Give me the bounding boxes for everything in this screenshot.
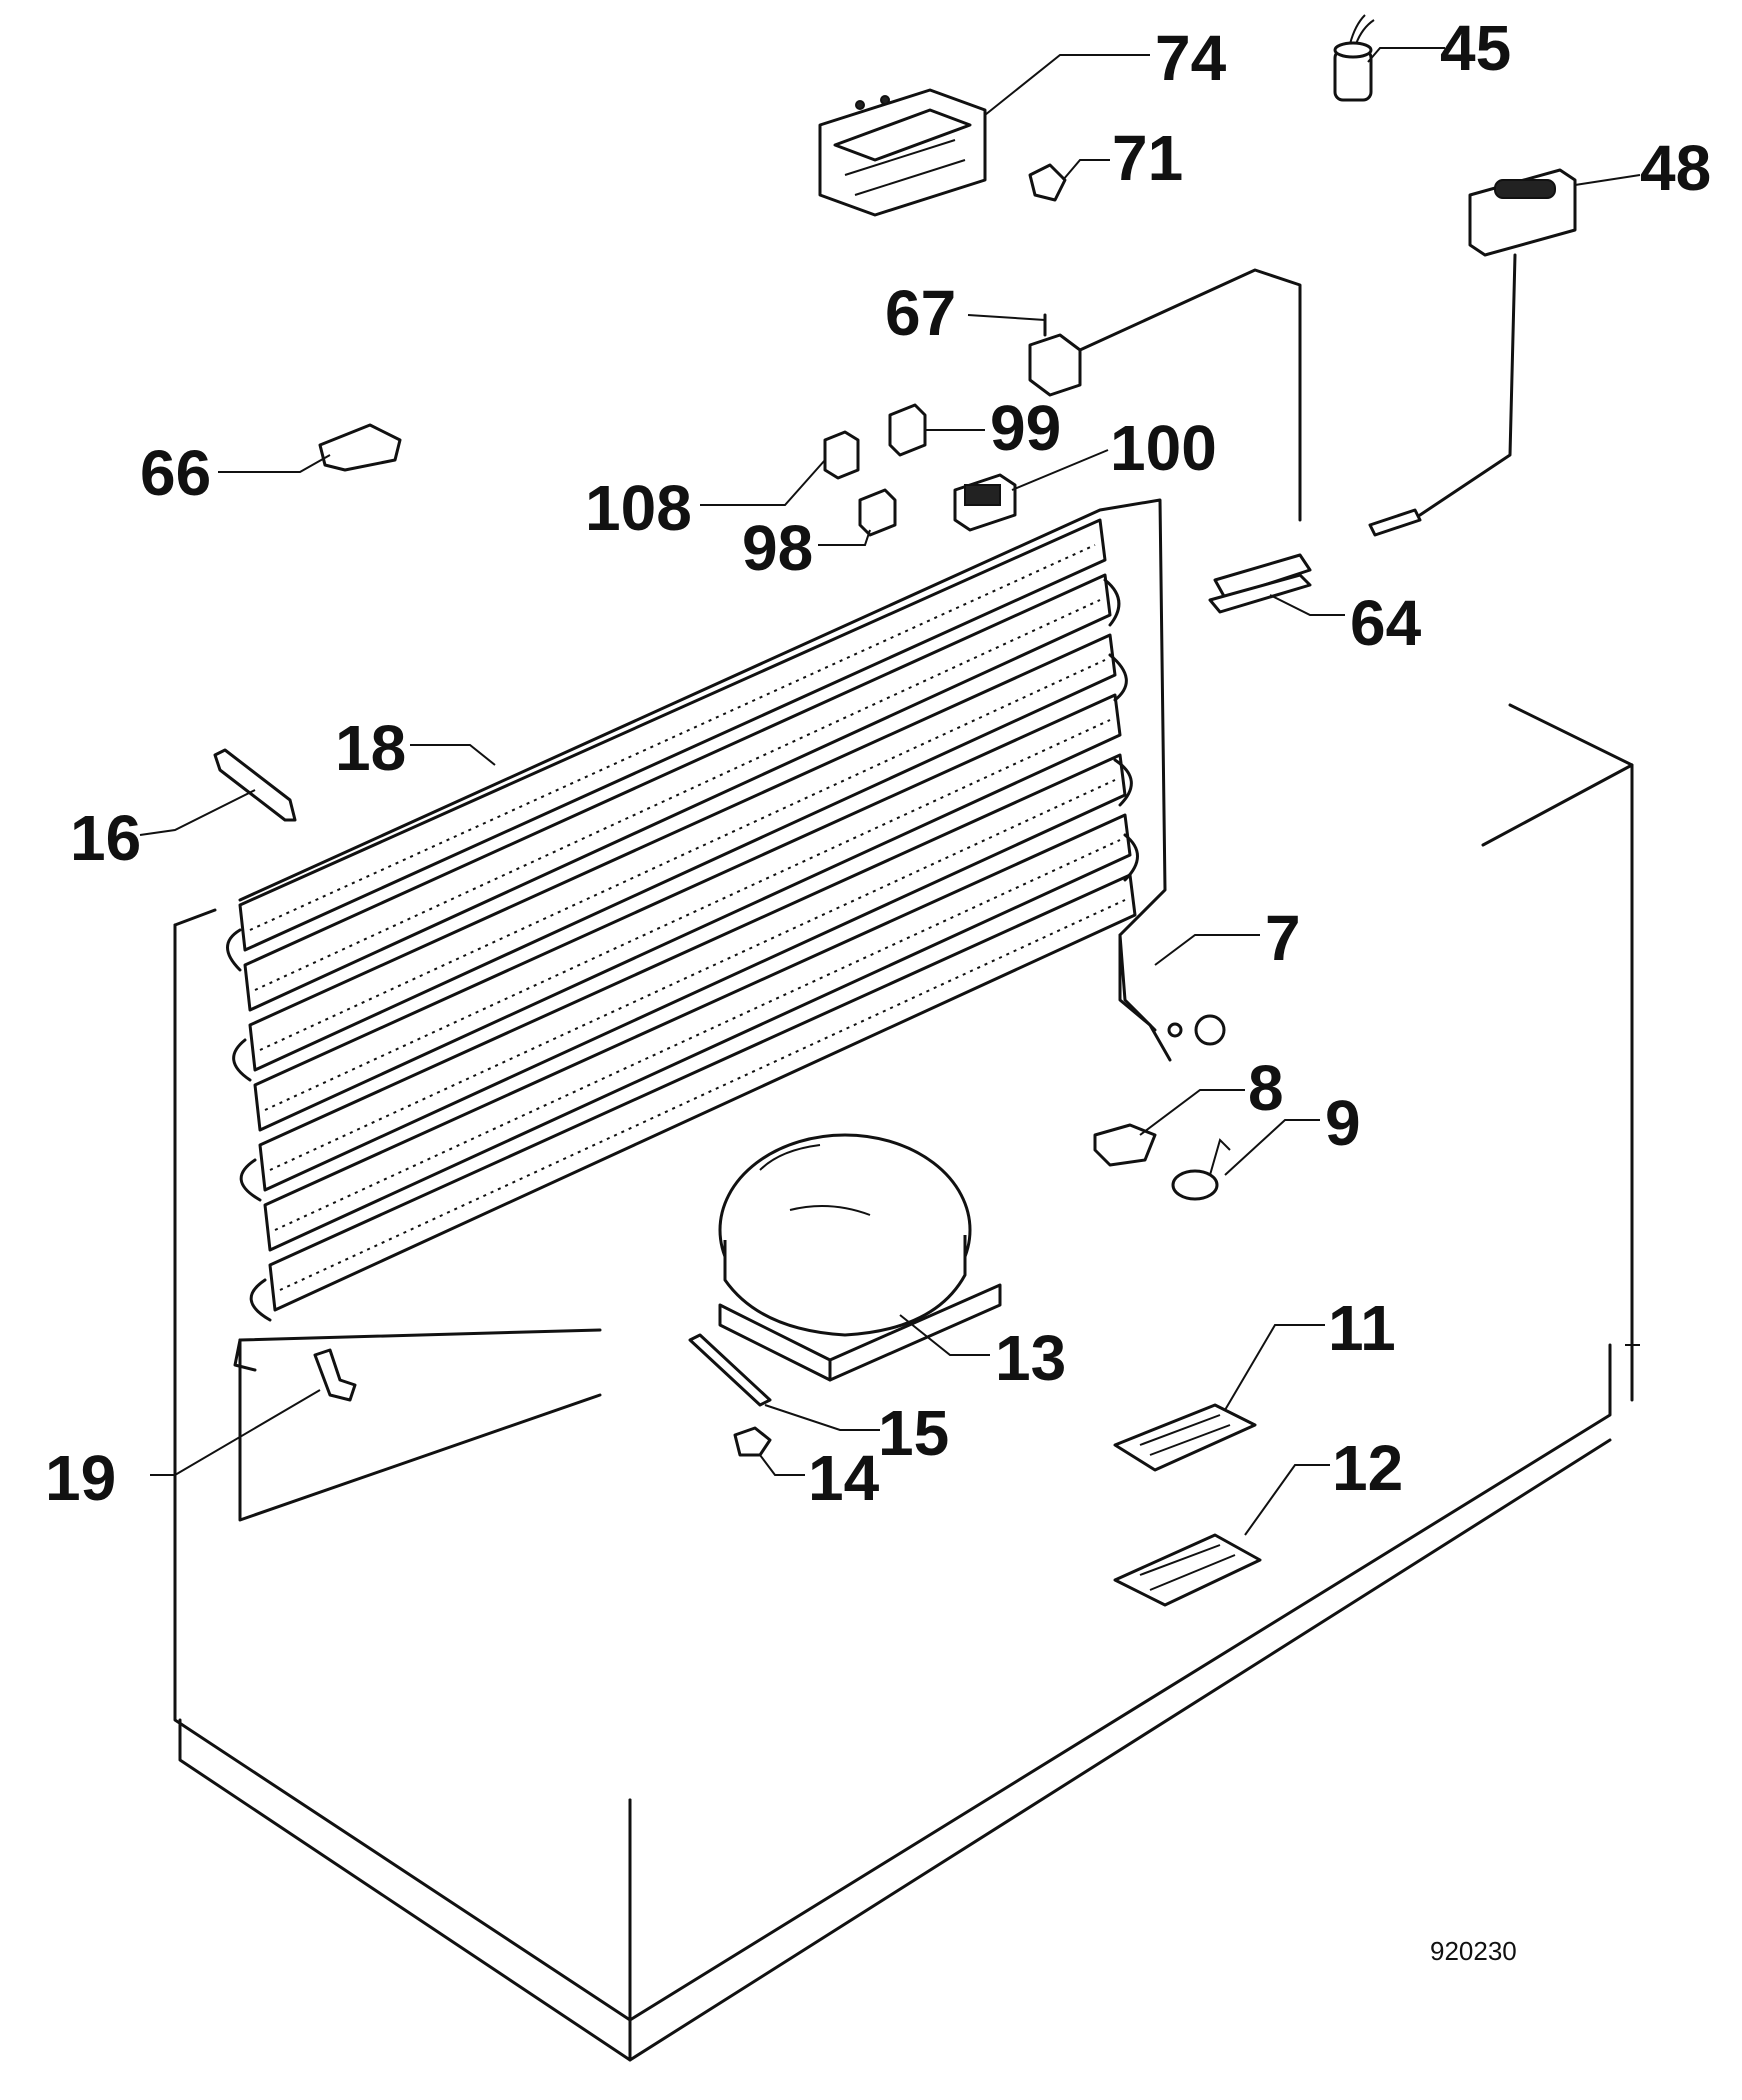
part-71 [1028, 163, 1067, 202]
part-66-hinge [318, 423, 402, 472]
part-11-relay-plate [1113, 1403, 1257, 1472]
callout-7: 7 [1265, 902, 1301, 974]
part-98-switch [858, 488, 897, 537]
part-12-relay-plate [1113, 1533, 1262, 1607]
callout-19: 19 [45, 1442, 116, 1514]
part-7-relay [1118, 933, 1226, 1062]
callout-14: 14 [808, 1442, 880, 1514]
callout-71: 71 [1112, 122, 1183, 194]
part-108-switch [823, 430, 860, 480]
callout-48: 48 [1640, 132, 1711, 204]
callout-11: 11 [1328, 1292, 1396, 1364]
callout-74: 74 [1155, 22, 1227, 94]
callout-16: 16 [70, 802, 141, 874]
callout-labels: 74 45 71 48 67 99 66 100 108 98 64 18 16… [45, 12, 1711, 1514]
compressor [718, 1133, 1002, 1382]
part-9-overload [1171, 1138, 1231, 1201]
callout-45: 45 [1440, 12, 1511, 84]
callout-18: 18 [335, 712, 406, 784]
part-15-drain-tube [688, 1333, 772, 1407]
leader-lines [139, 47, 1641, 1536]
cabinet-body [173, 703, 1640, 2062]
part-74-bracket [818, 88, 987, 217]
part-19-bracket [313, 1348, 357, 1402]
callout-100: 100 [1110, 412, 1217, 484]
callout-66: 66 [140, 437, 211, 509]
callout-98: 98 [742, 512, 813, 584]
callout-13: 13 [995, 1322, 1066, 1394]
callout-9: 9 [1325, 1087, 1361, 1159]
callout-64: 64 [1350, 587, 1422, 659]
callout-15: 15 [878, 1397, 949, 1469]
part-67-thermostat [1028, 268, 1302, 522]
part-99-switch [888, 403, 927, 457]
diagram-code: 920230 [1430, 1936, 1517, 1966]
part-16-bracket [213, 748, 297, 822]
part-45-capacitor [1333, 14, 1375, 102]
callout-8: 8 [1248, 1052, 1284, 1124]
callout-12: 12 [1332, 1432, 1403, 1504]
condenser-coil [226, 498, 1167, 1522]
part-48-thermostat-display [1368, 168, 1577, 537]
part-100-switch [953, 473, 1017, 532]
callout-99: 99 [990, 392, 1061, 464]
callout-108: 108 [585, 472, 692, 544]
callout-67: 67 [885, 277, 956, 349]
part-14-grommet [733, 1426, 772, 1457]
part-64-sensor-holder [1208, 553, 1312, 614]
